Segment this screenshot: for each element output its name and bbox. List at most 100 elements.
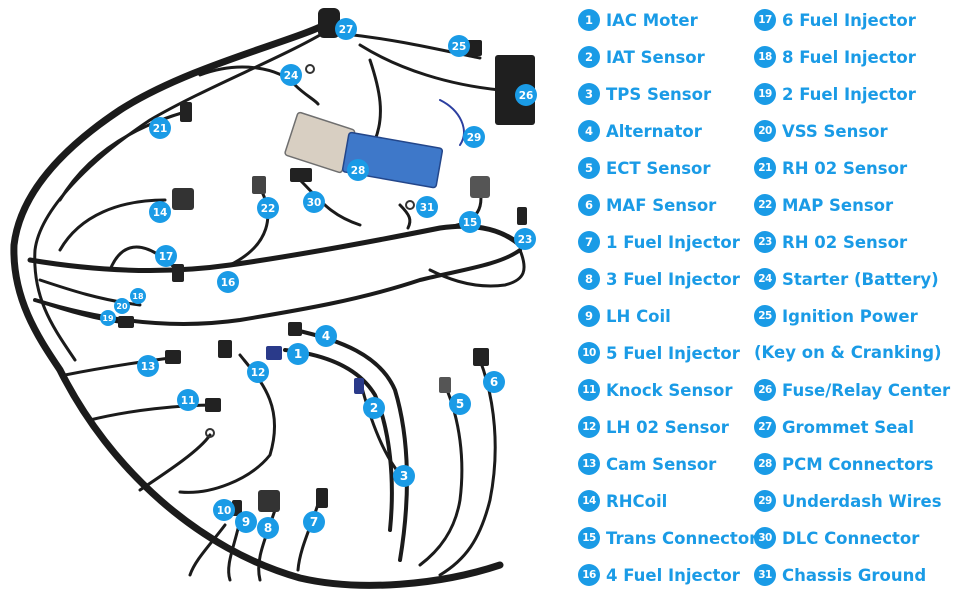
- legend-number-badge: 26: [754, 379, 776, 401]
- callout-16: 16: [217, 271, 239, 293]
- callout-markers: 1234567891011121314151617181920212223242…: [100, 18, 537, 539]
- legend-number-badge: 14: [578, 490, 600, 512]
- chassis-ground-ring: [405, 200, 415, 210]
- callout-circle: [287, 343, 309, 365]
- legend-label: Fuse/Relay Center: [782, 380, 951, 400]
- callout-circle: [463, 126, 485, 148]
- legend-label: IAT Sensor: [606, 47, 705, 67]
- callout-circle: [257, 517, 279, 539]
- callout-number: 24: [284, 70, 299, 82]
- legend-item-13: 13 Cam Sensor: [578, 450, 716, 478]
- legend-number-badge: 30: [754, 527, 776, 549]
- callout-circle: [303, 511, 325, 533]
- callout-17: 17: [155, 245, 177, 267]
- callout-circle: [247, 361, 269, 383]
- callout-22: 22: [257, 197, 279, 219]
- callout-number: 7: [310, 515, 318, 529]
- legend-number-badge: 3: [578, 83, 600, 105]
- legend-label: PCM Connectors: [782, 454, 934, 474]
- legend-number-badge: 23: [754, 231, 776, 253]
- legend-label: MAF Sensor: [606, 195, 717, 215]
- callout-circle: [177, 389, 199, 411]
- callout-number: 8: [264, 521, 272, 535]
- engine-branch: [27, 223, 523, 273]
- callout-number: 18: [132, 292, 144, 301]
- legend-number-badge: 1: [578, 9, 600, 31]
- callout-number: 17: [159, 251, 174, 263]
- iac-connector: [266, 346, 282, 360]
- callout-circle: [393, 465, 415, 487]
- loop-to-23: [428, 248, 526, 288]
- legend-number-badge: 22: [754, 194, 776, 216]
- vss-connector: [118, 316, 134, 328]
- branch-10: [188, 523, 227, 577]
- callout-number: 19: [102, 314, 114, 323]
- branch-30: [298, 178, 362, 227]
- alternator-connector: [288, 322, 302, 336]
- callout-circle: [514, 228, 536, 250]
- callout-circle: [448, 35, 470, 57]
- callout-number: 29: [467, 132, 482, 144]
- legend-label: RH 02 Sensor: [782, 158, 908, 178]
- legend-item-1: 1 IAC Moter: [578, 6, 698, 34]
- callout-circle: [315, 325, 337, 347]
- callout-8: 8: [257, 517, 279, 539]
- legend-label: Cam Sensor: [606, 454, 717, 474]
- callout-29: 29: [463, 126, 485, 148]
- callout-31: 31: [416, 196, 438, 218]
- legend-label: Underdash Wires: [782, 491, 942, 511]
- callout-number: 11: [181, 395, 196, 407]
- harness-parts: [118, 8, 535, 516]
- callout-11: 11: [177, 389, 199, 411]
- fuse-relay-block: [495, 55, 535, 125]
- callout-number: 26: [519, 90, 534, 102]
- callout-26: 26: [515, 84, 537, 106]
- callout-24: 24: [280, 64, 302, 86]
- legend-number-badge: 20: [754, 120, 776, 142]
- main-loom: [10, 18, 504, 589]
- legend-number-badge: 5: [578, 157, 600, 179]
- legend-number-badge: 13: [578, 453, 600, 475]
- legend-number-badge: 27: [754, 416, 776, 438]
- callout-number: 25: [452, 41, 467, 53]
- callout-circle: [483, 371, 505, 393]
- legend-label: Alternator: [606, 121, 702, 141]
- legend-number-badge: 8: [578, 268, 600, 290]
- legend-number-badge: 31: [754, 564, 776, 586]
- legend-number-badge: 4: [578, 120, 600, 142]
- legend-number-badge: 7: [578, 231, 600, 253]
- legend-number-badge: 19: [754, 83, 776, 105]
- callout-circle: [459, 211, 481, 233]
- callout-14: 14: [149, 201, 171, 223]
- legend-label: Trans Connector: [606, 528, 758, 548]
- legend-label: Knock Sensor: [606, 380, 733, 400]
- branch-4: [293, 328, 409, 562]
- branch-14: [58, 198, 167, 252]
- legend-label: 1 Fuel Injector: [606, 232, 740, 252]
- legend-label: LH 02 Sensor: [606, 417, 729, 437]
- legend-number-badge: 12: [578, 416, 600, 438]
- callout-number: 28: [351, 165, 366, 177]
- legend-item-12: 12 LH 02 Sensor: [578, 413, 729, 441]
- legend-label: IAC Moter: [606, 10, 698, 30]
- dlc-connector: [290, 168, 312, 182]
- callout-15: 15: [459, 211, 481, 233]
- callout-number: 6: [490, 375, 498, 389]
- callout-number: 20: [116, 302, 128, 311]
- callout-number: 10: [217, 505, 232, 517]
